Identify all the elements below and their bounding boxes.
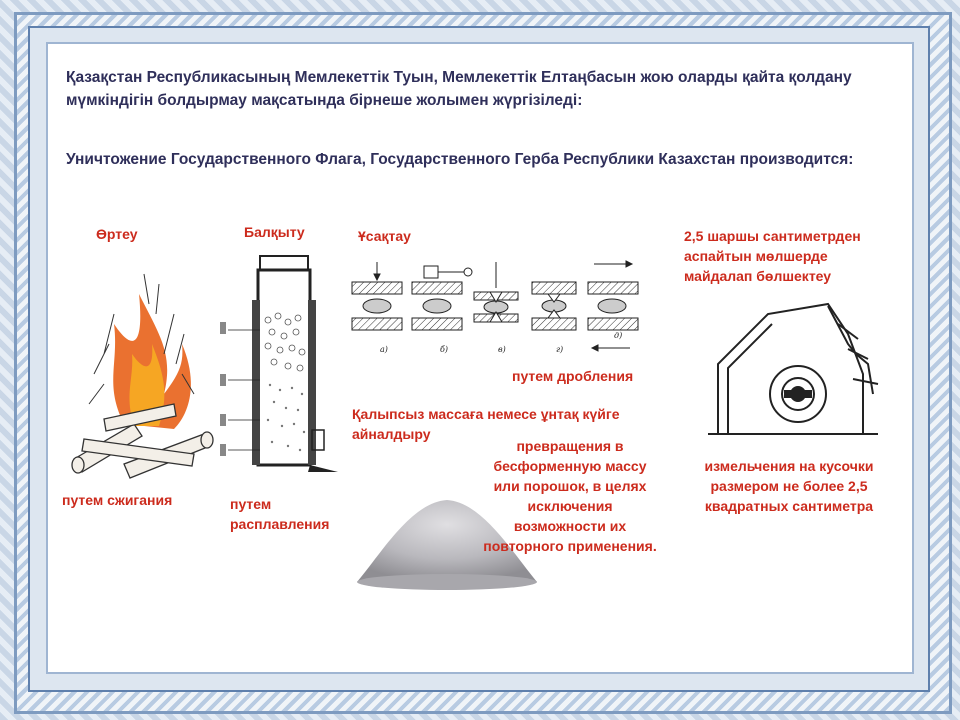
method-powder-kz: Қалыпсыз массаға немесе ұнтақ күйге айна… xyxy=(352,406,620,442)
method-crush-kz: Ұсақтау xyxy=(358,228,411,244)
method-melt-kz: Балқыту xyxy=(244,224,305,240)
powder-pile-illustration xyxy=(357,500,537,590)
shredder-illustration xyxy=(708,302,879,435)
method-powder-ru: превращения в бесформенную массу или пор… xyxy=(483,438,657,554)
diagram-label-c: в) xyxy=(498,345,506,354)
method-crush-ru: путем дробления xyxy=(512,368,634,384)
intro-kazakh: Қазақстан Республикасының Мемлекеттік Ту… xyxy=(66,69,852,109)
diagram-label-d: г) xyxy=(556,345,563,354)
slide-content: Қазақстан Республикасының Мемлекеттік Ту… xyxy=(48,44,912,672)
method-melt-ru: путем расплавления xyxy=(230,496,330,532)
crushing-diagram: а) б) в) г) д) xyxy=(351,260,639,354)
diagram-label-b: б) xyxy=(440,345,448,354)
fire-illustration xyxy=(71,273,214,479)
diagram-label-a: а) xyxy=(380,345,388,354)
diagram-label-e: д) xyxy=(614,331,622,340)
intro-russian: Уничтожение Государственного Флага, Госу… xyxy=(66,151,854,168)
furnace-illustration xyxy=(220,255,338,472)
method-burn-kz: Өртеу xyxy=(96,226,138,242)
method-burn-ru: путем сжигания xyxy=(62,492,173,508)
method-shred-ru: измельчения на кусочки размером не более… xyxy=(704,458,874,514)
method-shred-kz: 2,5 шаршы сантиметрден аспайтын мөлшерде… xyxy=(684,228,861,284)
